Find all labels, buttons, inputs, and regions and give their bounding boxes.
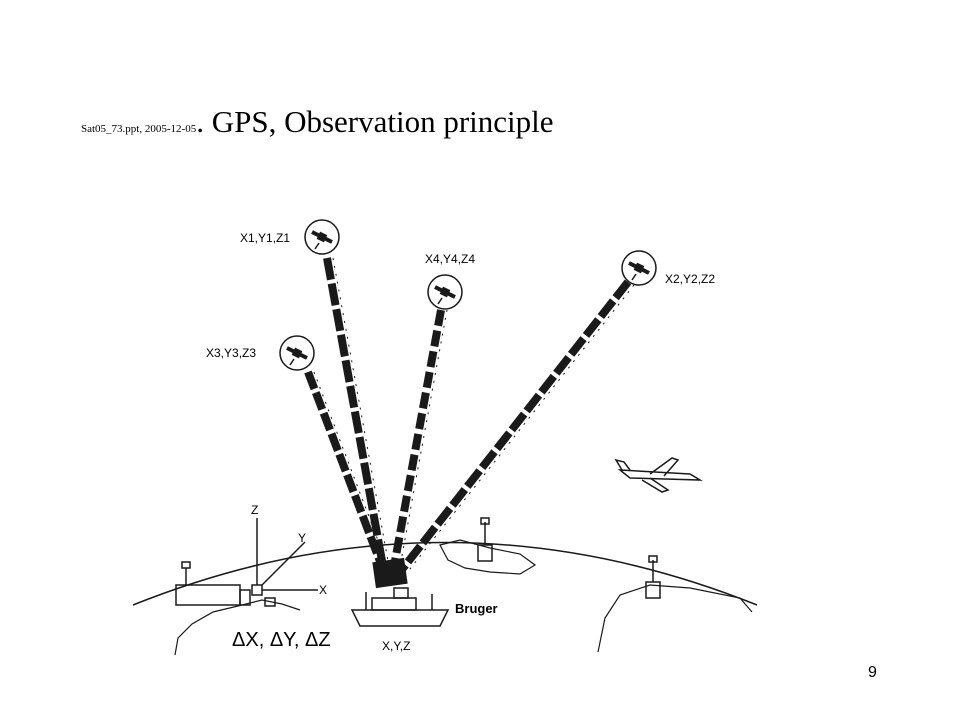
coordinate-axes-icon [251, 518, 318, 607]
axis-z-label: Z [251, 503, 258, 517]
coastline-far-right [597, 584, 753, 653]
satellite-2-label: X2,Y2,Z2 [665, 272, 715, 286]
remote-station-icon [645, 555, 661, 599]
axis-x-label: X [319, 583, 327, 597]
title-main: GPS, Observation principle [211, 104, 554, 139]
receiver-convergence [372, 557, 408, 589]
satellite-1-label: X1,Y1,Z1 [240, 231, 290, 245]
ground-station-building-icon [175, 561, 251, 606]
satellite-3-label: X3,Y3,Z3 [206, 346, 256, 360]
earth-horizon [132, 541, 758, 606]
signal-path-2 [396, 279, 632, 575]
signal-path-4 [389, 309, 445, 573]
satellite-3-icon [278, 334, 316, 372]
signal-path-3 [304, 370, 388, 574]
page-number: 9 [868, 664, 877, 681]
signal-paths [304, 257, 635, 575]
axis-y-label: Y [298, 531, 306, 545]
satellite-2-icon [620, 249, 658, 287]
receiver-name: Bruger [455, 601, 498, 616]
coastline-right-island [439, 539, 537, 575]
satellite-4-label: X4,Y4,Z4 [425, 252, 475, 266]
slide-title: Sat05_73.ppt, 2005-12-05. GPS, Observati… [81, 104, 554, 140]
ship-icon [350, 587, 450, 627]
signal-path-1 [323, 257, 388, 573]
delta-label: ΔX, ΔY, ΔZ [232, 629, 331, 651]
island-station-icon [477, 517, 493, 562]
coastline-left [174, 599, 301, 656]
satellite-1-icon [303, 218, 341, 256]
satellite-4-icon [426, 273, 464, 311]
title-file-info: Sat05_73.ppt, 2005-12-05 [81, 123, 197, 135]
airplane-icon [614, 457, 703, 493]
title-separator: . [196, 104, 212, 139]
receiver-coordinates: X,Y,Z [382, 639, 410, 653]
